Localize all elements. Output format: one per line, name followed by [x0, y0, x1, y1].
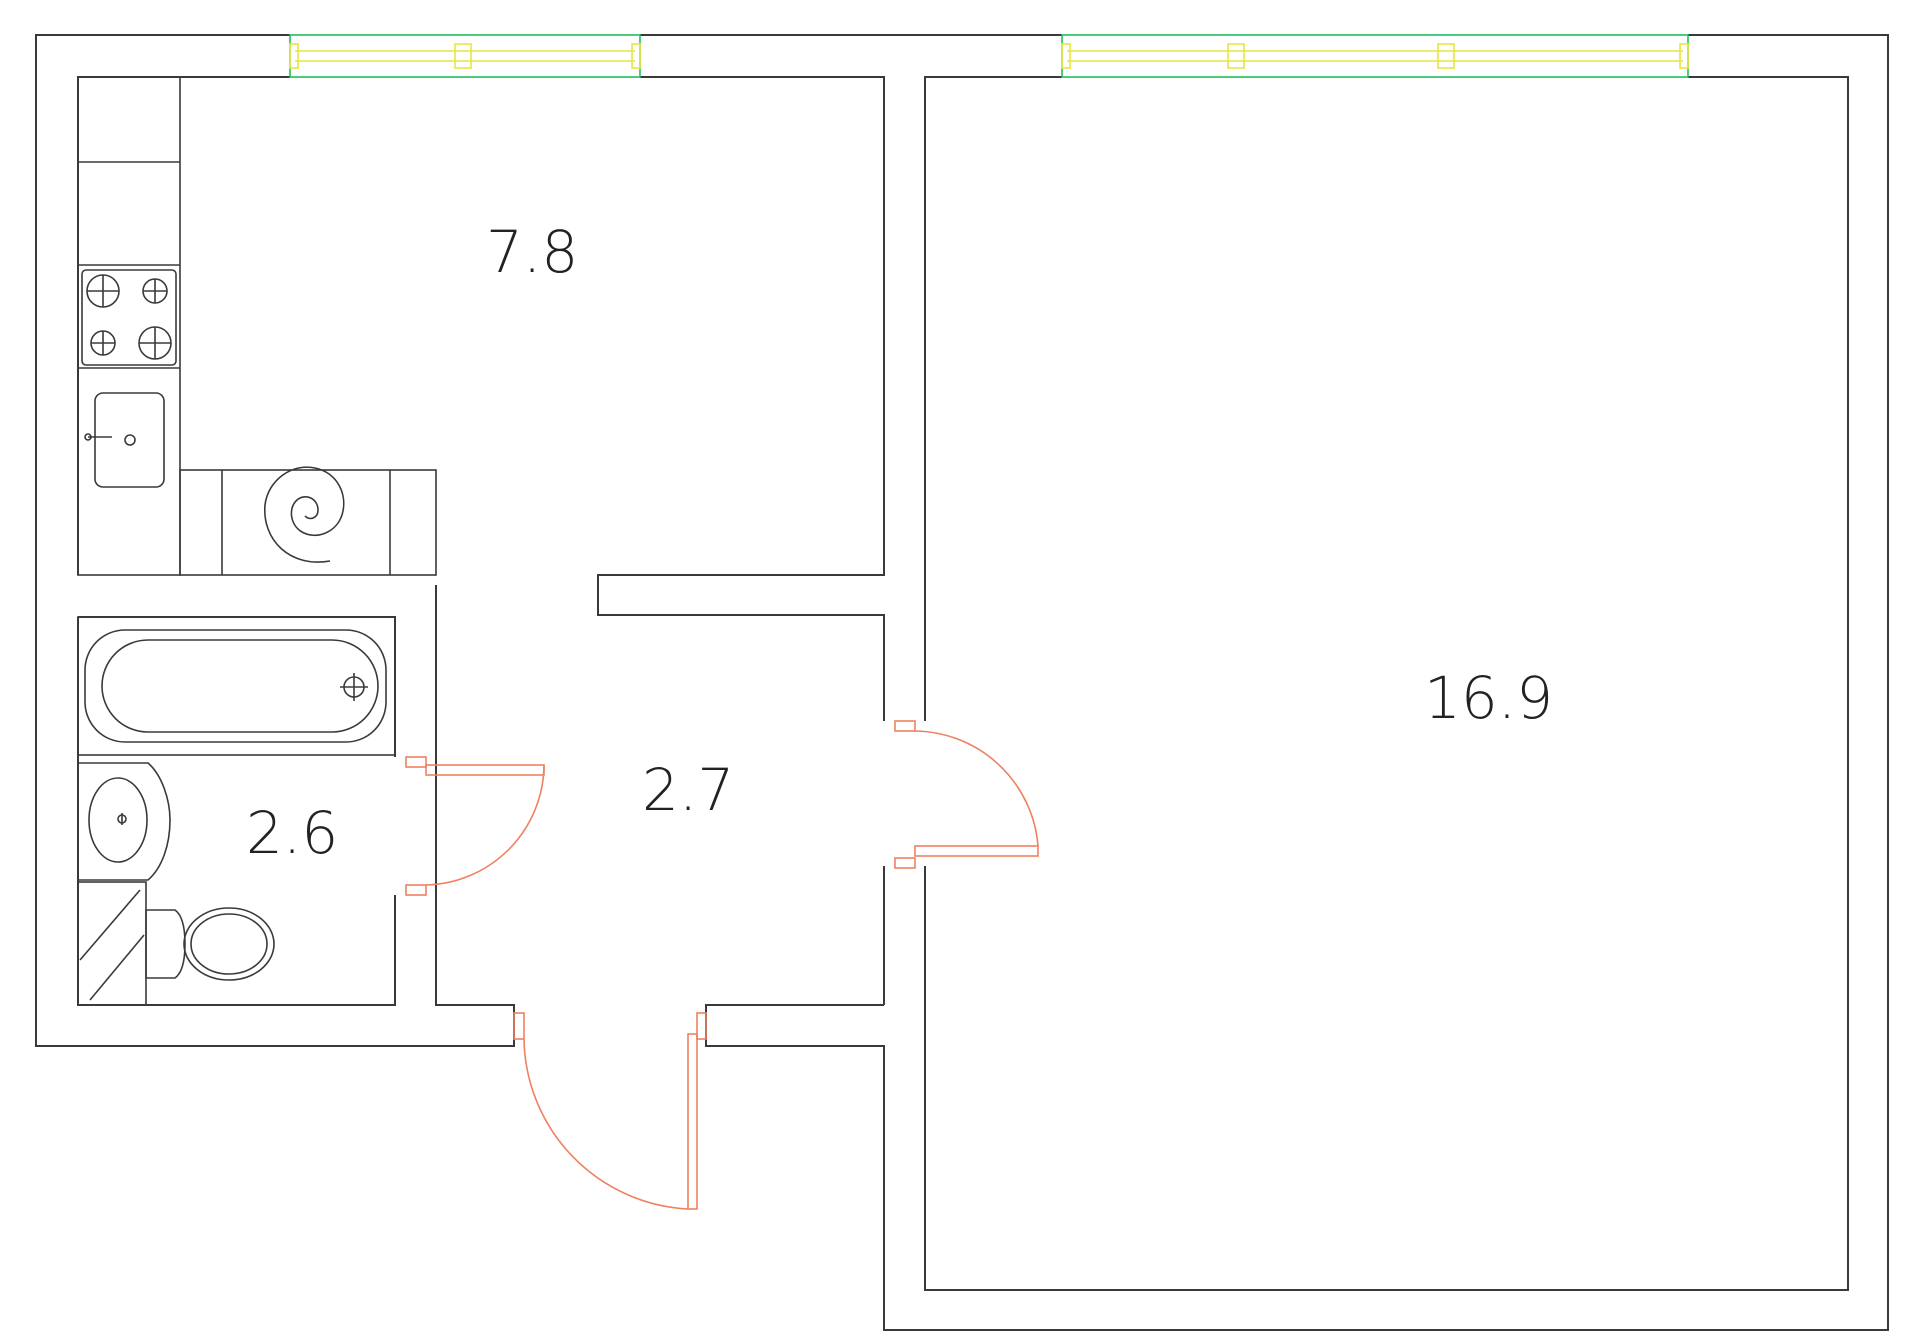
stove-icon	[81, 269, 177, 366]
living-room-window	[1061, 34, 1689, 78]
kitchen-window	[289, 34, 641, 78]
bathroom-door	[405, 756, 545, 896]
washing-machine-icon	[264, 466, 345, 563]
bathroom-sink-icon	[78, 762, 171, 881]
bathtub-icon	[77, 616, 396, 756]
kitchen-sink-icon	[84, 392, 165, 488]
kitchen-counter	[77, 76, 437, 576]
outer-walls	[35, 34, 1889, 1331]
hallway-area-label: 2.7	[642, 756, 734, 824]
bathroom-area-label: 2.6	[246, 799, 338, 867]
toilet-icon	[77, 881, 275, 1006]
living-room-door	[894, 720, 1039, 869]
entrance-door	[513, 1012, 707, 1210]
living-room-area-label: 16.9	[1424, 664, 1553, 732]
kitchen-area-label: 7.8	[486, 218, 578, 286]
